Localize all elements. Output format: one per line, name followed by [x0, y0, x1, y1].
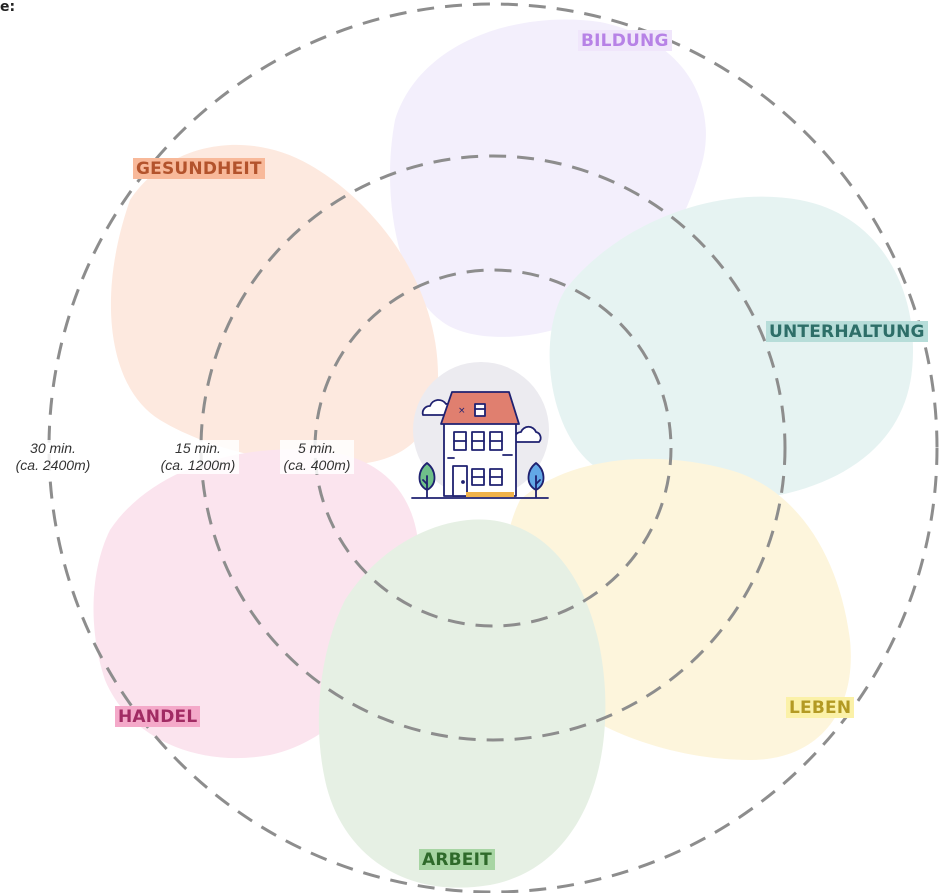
category-label-arbeit: ARBEIT [419, 849, 495, 870]
category-label-unterhaltung: UNTERHALTUNG [766, 321, 928, 342]
blob-gesundheit [110, 144, 439, 465]
header-fragment: e: [0, 0, 16, 15]
ring-time-5: 5 min. [297, 440, 337, 456]
ring-label-5-min: 5 min. (ca. 400m) [280, 440, 354, 474]
ring-time-15: 15 min. [175, 440, 221, 456]
ring-30-min [47, 2, 939, 893]
ring-distance-5: (ca. 400m) [283, 457, 351, 473]
house-icon: × [411, 391, 549, 499]
ring-5-min [313, 268, 673, 628]
ring-15-min [199, 154, 787, 742]
ring-label-30-min: 30 min. (ca. 2400m) [12, 440, 94, 474]
ring-distance-30: (ca. 2400m) [15, 457, 91, 473]
category-label-gesundheit: GESUNDHEIT [133, 158, 265, 179]
svg-text:×: × [458, 406, 466, 416]
ring-time-30: 30 min. [30, 440, 76, 456]
blob-unterhaltung [549, 196, 914, 500]
ring-distance-15: (ca. 1200m) [160, 457, 236, 473]
ring-label-15-min: 15 min. (ca. 1200m) [157, 440, 239, 474]
blob-arbeit [318, 519, 606, 888]
category-label-handel: HANDEL [115, 706, 201, 727]
category-label-leben: LEBEN [786, 697, 855, 718]
category-label-bildung: BILDUNG [578, 30, 672, 51]
